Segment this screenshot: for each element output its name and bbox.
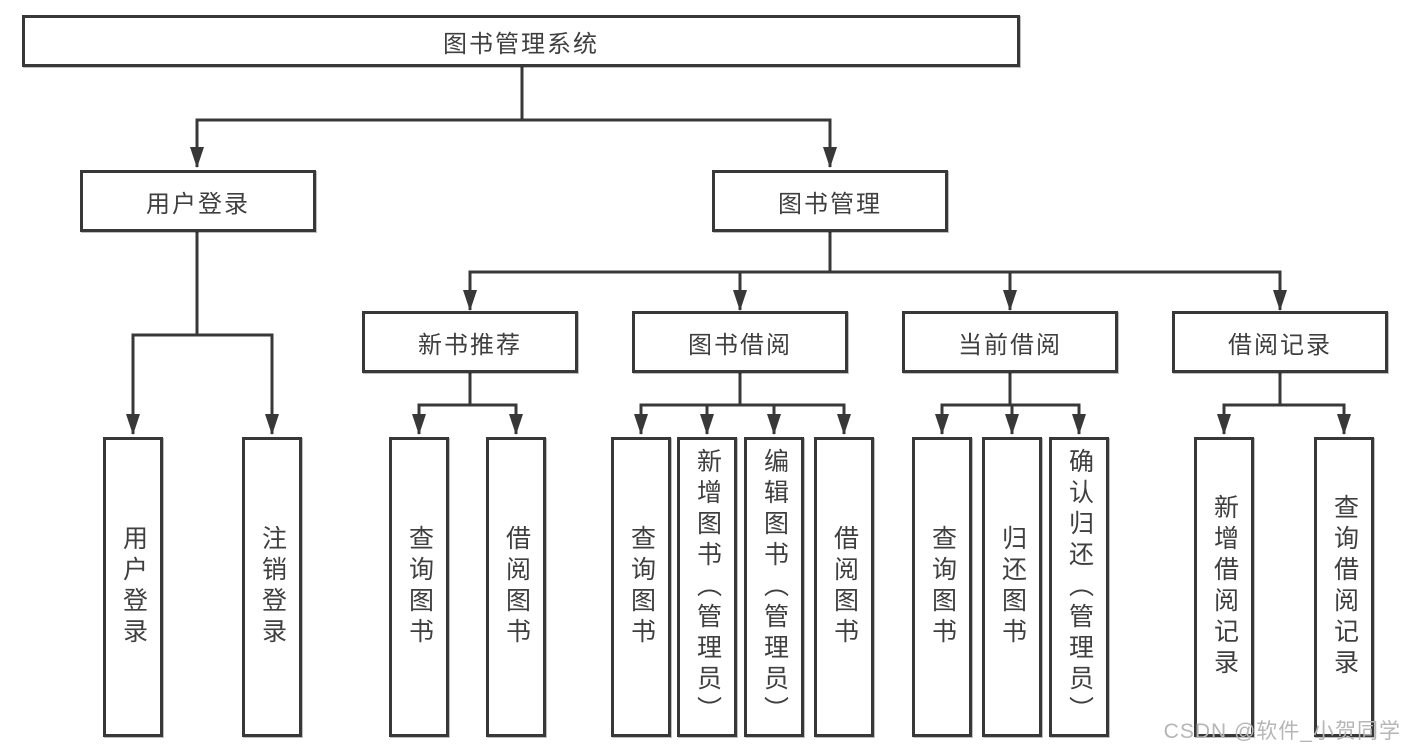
leaf-label: 查询图书 (928, 525, 957, 649)
leaf-confirm-return-admin: 确认归还（管理员） (1049, 437, 1109, 737)
node-label: 图书管理 (778, 190, 882, 218)
leaf-user-login: 用户登录 (103, 437, 163, 737)
leaf-label: 确认归还（管理员） (1065, 447, 1094, 727)
leaf-label: 借阅图书 (830, 525, 859, 649)
leaf-label: 查询图书 (627, 525, 656, 649)
node-user-login: 用户登录 (80, 170, 316, 232)
node-label: 图书借阅 (688, 331, 792, 359)
csdn-watermark: CSDN @软件_小贺同学 (1163, 720, 1401, 743)
leaf-return-book: 归还图书 (982, 437, 1042, 737)
node-label: 用户登录 (146, 190, 250, 218)
leaf-query-books-current: 查询图书 (912, 437, 972, 737)
leaf-add-book-admin: 新增图书（管理员） (677, 437, 737, 737)
leaf-borrow-books: 借阅图书 (814, 437, 874, 737)
leaf-label: 新增借阅记录 (1210, 494, 1239, 680)
leaf-label: 编辑图书（管理员） (760, 447, 789, 727)
leaf-label: 归还图书 (998, 525, 1027, 649)
leaf-query-borrow-record: 查询借阅记录 (1314, 437, 1374, 737)
leaf-add-borrow-record: 新增借阅记录 (1194, 437, 1254, 737)
node-new-book-recommendation: 新书推荐 (362, 311, 578, 373)
leaf-label: 查询借阅记录 (1330, 494, 1359, 680)
node-label: 新书推荐 (418, 331, 522, 359)
node-label: 图书管理系统 (443, 30, 599, 58)
leaf-label: 注销登录 (258, 525, 287, 649)
node-library-management-system: 图书管理系统 (22, 15, 1020, 67)
leaf-label: 查询图书 (405, 525, 434, 649)
node-book-management: 图书管理 (712, 170, 948, 232)
node-borrowing-records: 借阅记录 (1172, 311, 1388, 373)
leaf-label: 新增图书（管理员） (693, 447, 722, 727)
node-current-borrowing: 当前借阅 (902, 311, 1118, 373)
node-label: 当前借阅 (958, 331, 1062, 359)
node-book-borrowing: 图书借阅 (632, 311, 848, 373)
node-label: 借阅记录 (1228, 331, 1332, 359)
leaf-edit-book-admin: 编辑图书（管理员） (744, 437, 804, 737)
leaf-borrow-books-recommend: 借阅图书 (486, 437, 546, 737)
leaf-query-books-borrow: 查询图书 (611, 437, 671, 737)
leaf-label: 借阅图书 (502, 525, 531, 649)
leaf-query-books-recommend: 查询图书 (389, 437, 449, 737)
leaf-logout: 注销登录 (242, 437, 302, 737)
leaf-label: 用户登录 (119, 525, 148, 649)
